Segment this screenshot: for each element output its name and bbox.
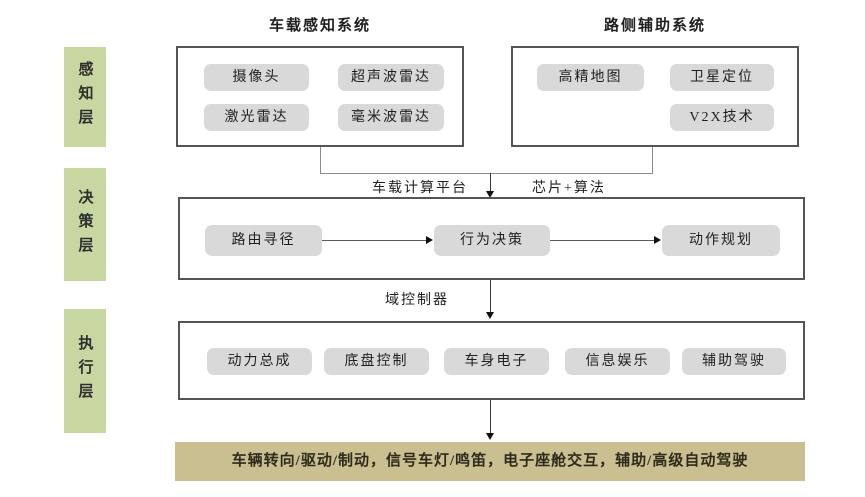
layer-label-decision-text: 决策层 (76, 188, 93, 261)
chip-v2x: V2X技术 (670, 104, 774, 131)
chip-assisted-driving: 辅助驾驶 (682, 348, 786, 375)
layer-label-perception-text: 感知层 (76, 61, 93, 133)
domain-controller-label: 域控制器 (385, 293, 449, 308)
chip-behavior-decision: 行为决策 (434, 225, 550, 256)
roadside-assist-box: 高精地图 卫星定位 V2X技术 (511, 46, 799, 147)
arrow-to-output-line (490, 400, 491, 434)
chip-chassis-control: 底盘控制 (324, 348, 429, 375)
vehicle-perception-box: 摄像头 超声波雷达 激光雷达 毫米波雷达 (176, 46, 464, 147)
chip-ultrasonic-radar: 超声波雷达 (338, 64, 444, 91)
layer-label-execution-text: 执行层 (76, 335, 93, 407)
chip-satellite-positioning: 卫星定位 (670, 64, 774, 91)
decision-box: 路由寻径 行为决策 动作规划 (178, 197, 805, 280)
chip-hd-map: 高精地图 (537, 64, 644, 91)
connector-right-drop-line (652, 147, 653, 173)
chip-body-electronics: 车身电子 (444, 348, 549, 375)
chip-route-finding: 路由寻径 (205, 225, 322, 256)
connector-merge-line (320, 173, 653, 174)
chip-camera: 摄像头 (204, 64, 309, 91)
decision-arrow1-line (322, 240, 426, 241)
decision-arrow1-head-icon (426, 236, 433, 244)
chip-algorithm-label: 芯片+算法 (532, 181, 606, 196)
connector-left-drop-line (320, 147, 321, 173)
arrow-to-execution-head-icon (486, 312, 494, 319)
arrow-to-decision-head-icon (486, 191, 494, 198)
layer-label-decision: 决策层 (64, 168, 106, 281)
chip-powertrain: 动力总成 (207, 348, 312, 375)
vehicle-perception-title: 车载感知系统 (268, 18, 371, 34)
compute-platform-label: 车载计算平台 (372, 181, 468, 196)
chip-mmwave-radar: 毫米波雷达 (338, 104, 444, 131)
decision-arrow2-head-icon (654, 236, 661, 244)
execution-box: 动力总成 底盘控制 车身电子 信息娱乐 辅助驾驶 (178, 321, 805, 400)
chip-infotainment: 信息娱乐 (565, 348, 670, 375)
arrow-to-decision-line (490, 173, 491, 193)
layer-label-perception: 感知层 (64, 47, 106, 147)
arrow-to-execution-line (490, 280, 491, 313)
roadside-assist-title: 路侧辅助系统 (603, 18, 706, 34)
chip-lidar: 激光雷达 (204, 104, 309, 131)
output-bar: 车辆转向/驱动/制动，信号车灯/鸣笛，电子座舱交互，辅助/高级自动驾驶 (175, 442, 805, 481)
layer-label-execution: 执行层 (64, 309, 106, 433)
arrow-to-output-head-icon (486, 433, 494, 440)
chip-motion-planning: 动作规划 (662, 225, 780, 256)
decision-arrow2-line (550, 240, 654, 241)
